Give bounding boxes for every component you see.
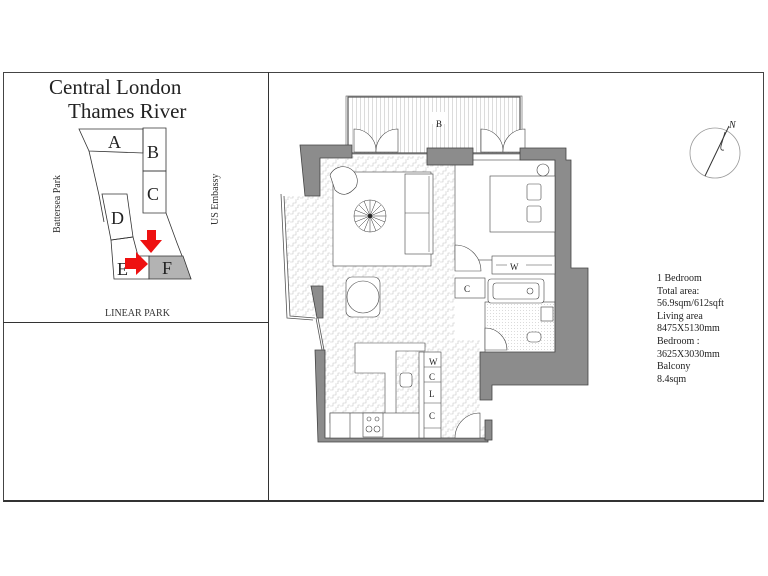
balcony-label: Balcony [657, 361, 691, 373]
plan-frame [3, 72, 764, 502]
hall-cupboard: C [454, 277, 486, 299]
balcony-label: B [436, 119, 442, 129]
floor-plan: B [280, 95, 589, 443]
bedroom-door [454, 244, 482, 272]
unit-info: 1 Bedroom Total area: 56.9sqm/612sqft Li… [657, 273, 724, 386]
living-area-value: 8475X5130mm [657, 323, 720, 335]
basin [540, 306, 554, 322]
toilet [526, 331, 542, 343]
north-label: N [728, 120, 737, 131]
location-arrows [125, 230, 162, 275]
stool [399, 372, 413, 388]
block-f-highlighted [148, 255, 192, 280]
label-linear-park: LINEAR PARK [105, 308, 170, 319]
label-battersea-park: Battersea Park [52, 174, 63, 233]
label-us-embassy: US Embassy [210, 173, 221, 225]
bedroom-value: 3625X3030mm [657, 348, 720, 360]
block-label-a: A [108, 132, 121, 152]
wardrobe-label: W [510, 262, 519, 272]
bathtub [487, 278, 545, 304]
total-area-label: Total area: [657, 285, 700, 297]
wardrobe: W [491, 255, 556, 275]
kitchen-unit-c2: C [429, 411, 435, 421]
north-compass-icon: N [689, 120, 741, 179]
dining-table [345, 276, 381, 318]
windows [280, 193, 325, 351]
cupboard-label: C [464, 284, 470, 294]
site-title-line1: Central London [49, 75, 182, 99]
panel-divider-horizontal [3, 322, 268, 323]
balcony-value: 8.4sqm [657, 373, 687, 385]
kitchen [329, 342, 442, 439]
block-label-d: D [111, 208, 124, 228]
walls [299, 144, 589, 443]
kitchen-unit-w: W [429, 357, 438, 367]
entry-door [454, 412, 481, 439]
bed [489, 163, 556, 233]
balcony: B [345, 95, 526, 155]
block-label-b: B [147, 142, 159, 162]
panel-divider-vertical [268, 72, 269, 502]
block-label-e: E [117, 259, 128, 279]
arrow-down-icon [140, 230, 162, 253]
kitchen-unit-c1: C [429, 372, 435, 382]
sofa [404, 173, 434, 255]
arrow-right-icon [125, 252, 148, 275]
total-area-value: 56.9sqm/612sqft [657, 298, 724, 310]
bathroom-door [484, 327, 508, 351]
coffee-table [353, 199, 387, 233]
armchair [329, 166, 358, 195]
site-title-line2: Thames River [68, 99, 187, 123]
living-area-label: Living area [657, 310, 703, 322]
kitchen-unit-l: L [429, 389, 435, 399]
block-label-f: F [162, 258, 172, 278]
bedroom-label: Bedroom : [657, 335, 700, 347]
unit-type: 1 Bedroom [657, 273, 702, 284]
block-label-c: C [147, 184, 159, 204]
site-plan-map: A B C D E F [78, 127, 192, 280]
